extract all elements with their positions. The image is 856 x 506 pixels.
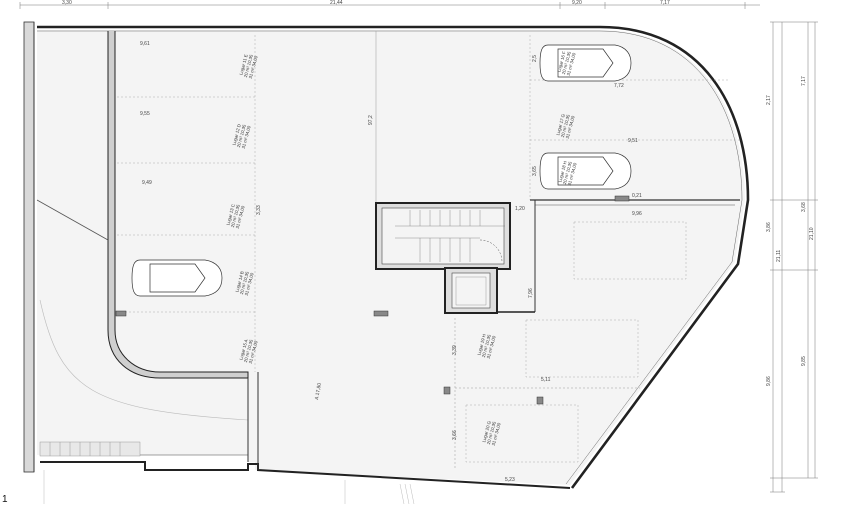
parking-label-line: Lugar 12 D (231, 123, 241, 145)
dimension-right-5: 21,10 (809, 227, 815, 240)
parking-label-line: 31 m² 34,00 (486, 335, 497, 359)
parking-label: Lugar 20 G20 m² 10,3531 m² 34,00 (481, 419, 502, 446)
page-number: 1 (2, 494, 8, 505)
parking-label-line: 31 m² 34,00 (565, 115, 576, 139)
parking-label-line: 20 m² 10,35 (243, 338, 254, 362)
dim-interior-16: 3,65 (532, 166, 538, 176)
dashed-area-1 (573, 221, 687, 280)
parking-label-line: Lugar 14 B (234, 271, 244, 293)
parking-label: Lugar 11 E20 m² 10,3531 m² 34,00 (238, 52, 259, 79)
parking-label-line: Lugar 18 H (557, 160, 567, 182)
parking-label-line: 31 m² 34,00 (248, 55, 259, 79)
column-4 (443, 386, 451, 395)
column-3 (614, 195, 630, 202)
parking-label: Lugar 16 F20 m² 10,3531 m² 34,00 (556, 49, 577, 76)
parking-label-line: 31 m² 34,00 (244, 272, 255, 296)
parking-label-line: 20 m² 10,35 (560, 113, 571, 137)
car-left (131, 259, 223, 297)
parking-label: Lugar 17 G20 m² 10,3531 m² 34,00 (555, 112, 576, 139)
dim-interior-10: 5,11 (541, 377, 551, 383)
parking-label-line: Lugar 11 E (238, 54, 248, 76)
parking-label: Lugar 19 H20 m² 10,3531 m² 34,00 (476, 332, 497, 359)
dim-interior-11: 5,23 (505, 477, 515, 483)
right-dimension-labels: 7,17 2,17 3,68 3,86 21,10 21,11 9,85 9,8… (766, 76, 815, 386)
stair-bottom-left (39, 441, 141, 457)
parking-label-line: 20 m² 10,35 (243, 53, 254, 77)
parking-label-line: 20 m² 10,35 (239, 270, 250, 294)
top-dimension-line (19, 2, 760, 9)
parking-label-line: 31 m² 34,00 (248, 340, 259, 364)
dimension-top-3: 9,20 (572, 0, 582, 6)
dim-interior-2: 9,55 (140, 111, 150, 117)
parking-lines-left (117, 35, 256, 372)
column-1 (115, 310, 127, 317)
parking-label: Lugar 18 H20 m² 10,3531 m² 34,00 (557, 159, 578, 186)
parking-label: Lugar 13 C20 m² 10,3531 m² 34,00 (225, 202, 246, 229)
ramp-curve (39, 299, 249, 421)
dim-interior-13: 3,33 (256, 205, 262, 215)
dimension-right-1: 7,17 (801, 76, 807, 86)
ramp-line (36, 199, 109, 241)
dim-interior-17: 2,5 (532, 55, 538, 62)
parking-label-line: 31 m² 34,00 (566, 52, 577, 76)
dimension-right-2: 2,17 (766, 95, 772, 105)
parking-label: Lugar 14 B20 m² 10,3531 m² 34,00 (234, 269, 255, 296)
car-right-2 (539, 152, 632, 190)
exterior-left-wall (23, 21, 35, 473)
column-5 (536, 396, 544, 405)
dim-interior-8: 1,20 (515, 206, 525, 212)
parking-label-line: 31 m² 34,00 (567, 162, 578, 186)
car-right-1 (539, 44, 632, 82)
parking-label-line: Lugar 20 G (481, 420, 492, 443)
parking-label-line: 20 m² 10,35 (486, 420, 497, 444)
column-2 (373, 310, 389, 317)
parking-label-line: 31 m² 34,00 (235, 205, 246, 229)
dim-interior-6: 0,21 (632, 193, 642, 199)
dimension-top-2: 21,44 (330, 0, 343, 6)
parking-label-line: Lugar 17 G (555, 113, 566, 136)
dim-interior-1: 9,61 (140, 41, 150, 47)
parking-label-line: Lugar 15 A (238, 339, 248, 361)
parking-label-line: 20 m² 10,35 (562, 160, 573, 184)
dimension-right-7: 9,85 (801, 356, 807, 366)
outer-wall (37, 25, 750, 489)
parking-label-line: 20 m² 10,35 (561, 50, 572, 74)
dashed-area-3 (465, 404, 579, 463)
dimension-right-8: 9,86 (766, 376, 772, 386)
dimension-right-4: 3,86 (766, 222, 772, 232)
parking-label-line: 31 m² 34,00 (491, 422, 502, 446)
dimension-right-3: 3,68 (801, 202, 807, 212)
dashed-area-2 (525, 319, 639, 378)
parking-label: Lugar 12 D20 m² 10,3531 m² 34,00 (231, 122, 252, 149)
area-label: A 17,80 (314, 382, 323, 400)
bottom-hatching (43, 470, 415, 505)
parking-label-line: 20 m² 10,35 (230, 203, 241, 227)
dim-interior-3: 9,49 (142, 180, 152, 186)
dim-interior-7: 9,96 (632, 211, 642, 217)
parking-label-line: 20 m² 10,35 (481, 333, 492, 357)
dim-interior-4: 7,72 (614, 83, 624, 89)
right-dimension-lines (770, 21, 818, 493)
dimension-right-6: 21,11 (776, 250, 782, 262)
elevator-shaft (444, 267, 498, 314)
dim-interior-15: 3,66 (452, 430, 458, 440)
dim-interior-9: 7,96 (528, 288, 534, 298)
parking-label: Lugar 15 A20 m² 10,3531 m² 34,00 (238, 337, 259, 364)
parking-label-line: 20 m² 10,35 (236, 123, 247, 147)
parking-label-line: Lugar 13 C (225, 203, 235, 225)
dim-interior-14: 3,39 (452, 345, 458, 355)
dimension-top-4: 7,17 (660, 0, 670, 6)
parking-label-line: Lugar 19 H (476, 333, 486, 355)
stair-core (375, 202, 511, 270)
parking-label-line: 31 m² 34,00 (241, 125, 252, 149)
dim-interior-12: 97,2 (368, 115, 374, 125)
parking-label-line: Lugar 16 F (556, 50, 566, 72)
dim-interior-5: 9,51 (628, 138, 638, 144)
dimension-top-1: 3,30 (62, 0, 72, 6)
